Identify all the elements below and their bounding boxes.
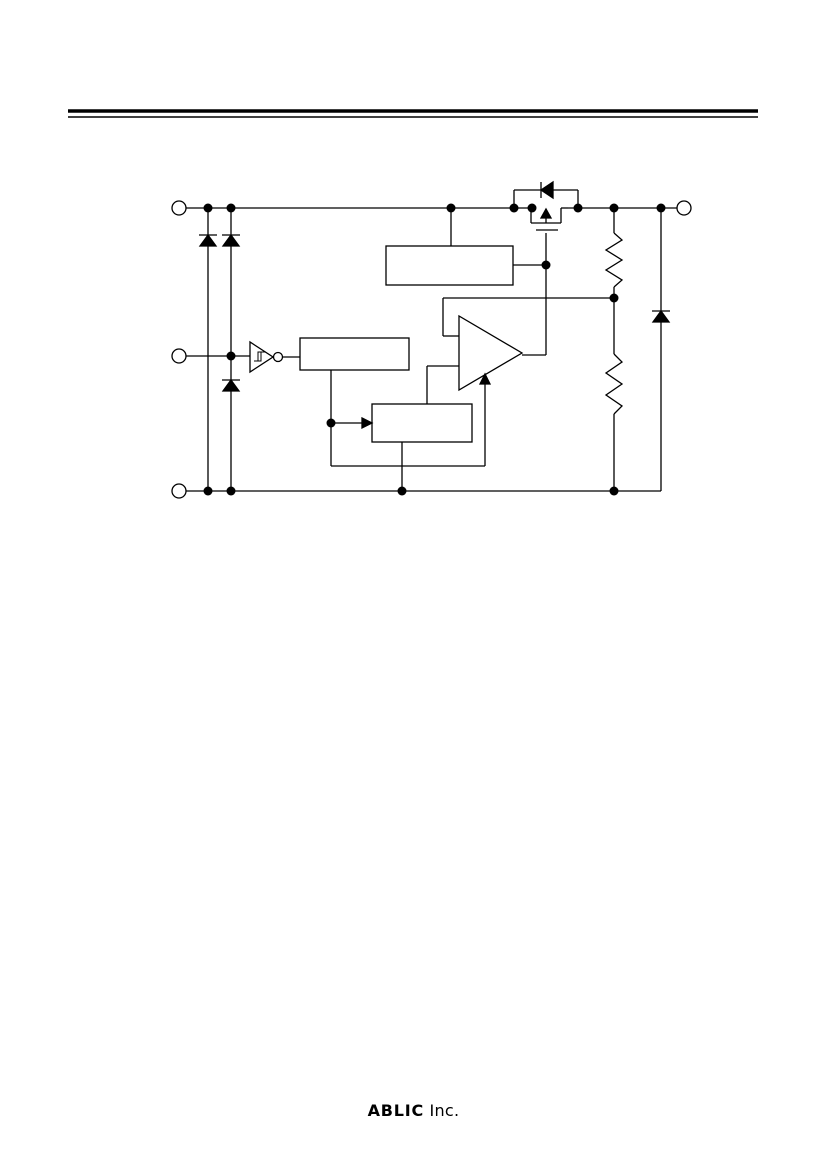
terminal-top-left — [171, 200, 187, 216]
company-brand: ABLIC — [367, 1101, 425, 1120]
terminal-middle-left — [171, 348, 187, 364]
wire-logic-to-amp — [426, 365, 459, 404]
wire-control-to-logic — [330, 370, 485, 467]
company-suffix: Inc. — [429, 1101, 460, 1120]
error-amplifier — [458, 314, 524, 392]
diode-left-1 — [198, 208, 218, 491]
wire-control-to-amp-bias — [478, 372, 492, 466]
mosfet-body-diode — [513, 180, 579, 208]
resistor-upper — [604, 208, 624, 298]
diode-left-2 — [221, 208, 241, 491]
diode-left-lower — [221, 378, 241, 392]
reference-block — [385, 245, 514, 286]
resistor-lower — [604, 298, 624, 491]
wire-amp-to-gate — [522, 233, 547, 356]
schmitt-inverter — [249, 340, 284, 374]
junction-dots — [203, 203, 666, 496]
logic-block — [371, 403, 473, 443]
diode-right — [651, 208, 671, 491]
header-rule — [68, 109, 758, 118]
terminal-bottom-left — [171, 483, 187, 499]
block-diagram — [171, 180, 692, 499]
terminal-top-right — [676, 200, 692, 216]
company-logo: ABLIC Inc. — [0, 1101, 827, 1120]
control-block — [299, 337, 410, 371]
wire-feedback-to-amp — [442, 297, 614, 337]
